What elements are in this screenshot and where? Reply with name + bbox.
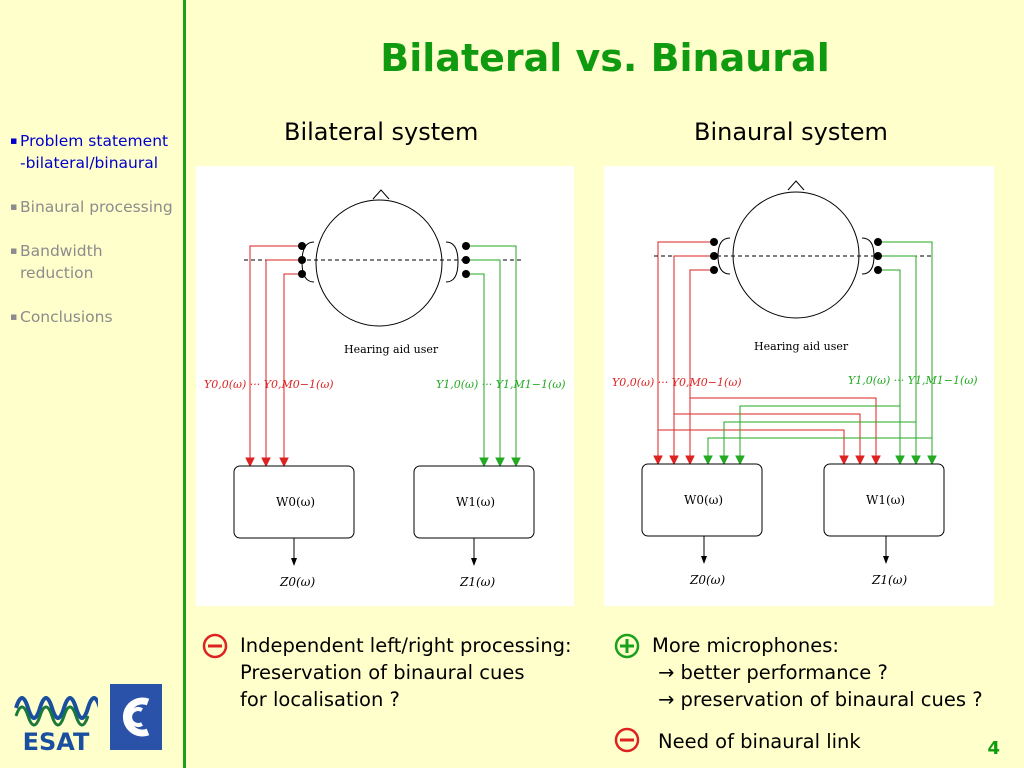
nav-item-binaural-processing[interactable]: ▪ Binaural processing bbox=[10, 196, 185, 218]
note-line: → better performance ? bbox=[658, 661, 888, 684]
output-right-label: Z1(ω) bbox=[459, 575, 495, 589]
nav-item-label: Problem statement bbox=[20, 132, 169, 150]
microphones bbox=[298, 242, 470, 278]
output-left-label: Z0(ω) bbox=[689, 573, 725, 587]
slide-title: Bilateral vs. Binaural bbox=[380, 36, 830, 80]
left-signal-label: Y0,0(ω) ··· Y0,M0−1(ω) bbox=[612, 376, 742, 389]
output-right-label: Z1(ω) bbox=[871, 573, 907, 587]
bullet-icon: ▪ bbox=[10, 244, 18, 257]
head-outline bbox=[732, 191, 860, 319]
esat-logo: ESAT bbox=[14, 696, 98, 755]
output-left-label: Z0(ω) bbox=[279, 575, 315, 589]
bilateral-note: Independent left/right processing: Prese… bbox=[240, 632, 572, 713]
page-number: 4 bbox=[987, 738, 1000, 759]
bilateral-heading: Bilateral system bbox=[284, 118, 479, 146]
filter-box-right bbox=[823, 463, 945, 537]
right-signal-lines bbox=[466, 245, 521, 468]
bilateral-diagram: Hearing aid user Y0,0(ω) ··· Y0,M0−1(ω) … bbox=[196, 166, 574, 606]
nose-icon bbox=[372, 189, 390, 200]
binaural-diagram: Hearing aid user Y0,0(ω) ··· Y0,M0−1(ω) … bbox=[604, 166, 994, 606]
note-line: → preservation of binaural cues ? bbox=[658, 688, 983, 711]
nav-item-bandwidth-reduction[interactable]: ▪ Bandwidth reduction bbox=[10, 240, 185, 284]
bullet-icon: ▪ bbox=[10, 310, 18, 323]
note-line: Independent left/right processing: bbox=[240, 634, 572, 657]
nav-item-label-2: reduction bbox=[20, 264, 94, 282]
minus-circle-icon bbox=[614, 727, 640, 753]
nav-item-label: Binaural processing bbox=[20, 198, 173, 216]
right-signal-label: Y1,0(ω) ··· Y1,M1−1(ω) bbox=[436, 378, 566, 391]
filter-box-left bbox=[641, 463, 763, 537]
left-signal-lines bbox=[245, 245, 300, 468]
microphones bbox=[710, 238, 882, 274]
note-line: More microphones: bbox=[652, 634, 839, 657]
filter-right-label: W1(ω) bbox=[456, 495, 495, 509]
filter-right-label: W1(ω) bbox=[866, 493, 905, 507]
kuleuven-logo bbox=[110, 684, 162, 750]
sidebar-nav: ▪ Problem statement -bilateral/binaural … bbox=[10, 130, 185, 328]
nav-item-conclusions[interactable]: ▪ Conclusions bbox=[10, 306, 185, 328]
filter-left-label: W0(ω) bbox=[684, 493, 723, 507]
note-line: Preservation of binaural cues bbox=[240, 661, 525, 684]
binaural-heading: Binaural system bbox=[694, 118, 888, 146]
bullet-icon: ▪ bbox=[10, 200, 18, 213]
filter-left-label: W0(ω) bbox=[276, 495, 315, 509]
left-signal-lines bbox=[653, 241, 881, 466]
note-line: for localisation ? bbox=[240, 688, 400, 711]
head-label: Hearing aid user bbox=[754, 340, 849, 353]
nose-icon bbox=[787, 180, 805, 191]
minus-circle-icon bbox=[202, 633, 228, 659]
head-outline bbox=[315, 199, 443, 327]
nav-item-label-2: -bilateral/binaural bbox=[20, 154, 159, 172]
right-signal-label: Y1,0(ω) ··· Y1,M1−1(ω) bbox=[848, 374, 978, 387]
head-label: Hearing aid user bbox=[344, 343, 439, 356]
nav-item-label: Conclusions bbox=[20, 308, 113, 326]
sidebar-divider bbox=[183, 0, 186, 768]
binaural-pro-note: More microphones: → better performance ?… bbox=[652, 632, 983, 713]
right-ear bbox=[445, 241, 459, 283]
esat-logo-text: ESAT bbox=[23, 728, 90, 755]
binaural-con-note: Need of binaural link bbox=[658, 730, 861, 753]
nav-item-problem-statement[interactable]: ▪ Problem statement -bilateral/binaural bbox=[10, 130, 185, 174]
nav-item-label: Bandwidth bbox=[20, 242, 103, 260]
plus-circle-icon bbox=[614, 633, 640, 659]
bullet-icon: ▪ bbox=[10, 134, 18, 147]
left-signal-label: Y0,0(ω) ··· Y0,M0−1(ω) bbox=[204, 378, 334, 391]
right-signal-lines bbox=[703, 241, 937, 466]
